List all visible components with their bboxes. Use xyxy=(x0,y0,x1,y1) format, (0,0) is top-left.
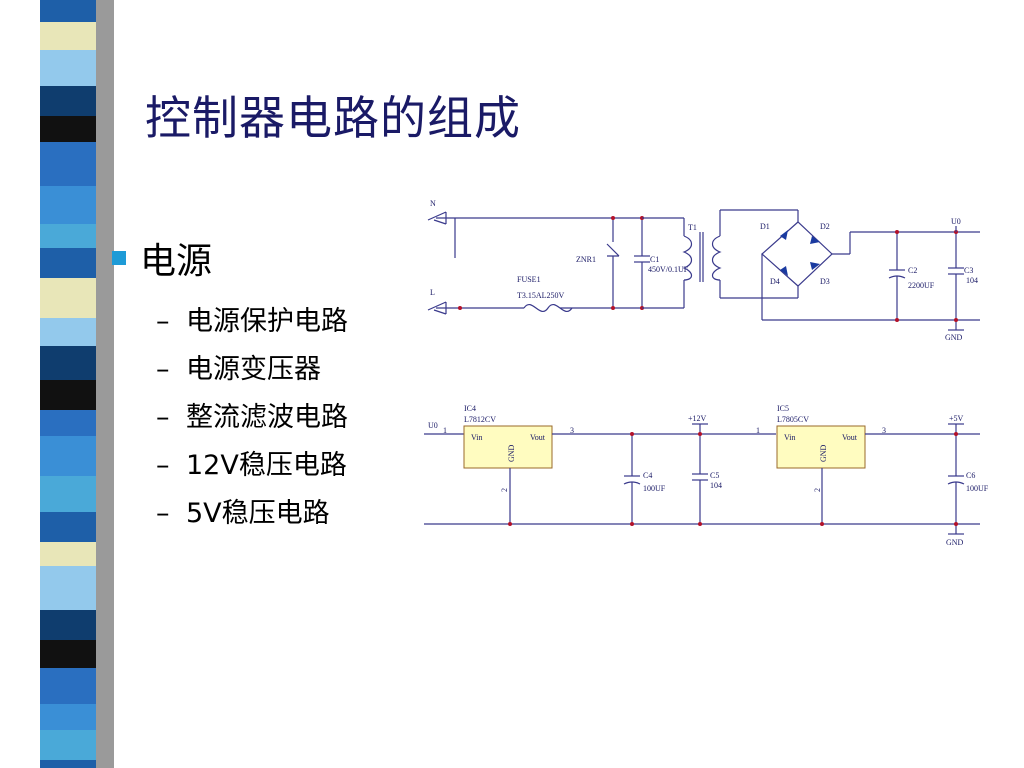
sub-item: –12V稳压电路 xyxy=(156,450,347,481)
ic4-gnd-label: GND xyxy=(507,444,516,462)
terminal-l-label: L xyxy=(430,288,435,297)
band-block xyxy=(40,410,96,436)
c1-name-label: C1 xyxy=(650,255,659,264)
c6-value-label: 100UF xyxy=(966,484,989,493)
d2-label: D2 xyxy=(820,222,830,231)
ic4-pin1-label: 1 xyxy=(443,426,447,435)
ic4-pin2-label: 2 xyxy=(500,488,509,492)
band-block xyxy=(40,86,96,116)
band-block xyxy=(40,278,96,318)
power-supply-schematic: N L FUSE1 T3.15AL250V ZNR1 C1 450V/0.1UF… xyxy=(427,199,980,342)
ic5-pin3-label: 3 xyxy=(882,426,886,435)
band-block xyxy=(40,566,96,610)
c5-value-label: 104 xyxy=(710,481,722,490)
square-bullet-icon xyxy=(112,251,126,265)
band-block xyxy=(40,668,96,704)
ic5-vin-label: Vin xyxy=(784,433,796,442)
band-block xyxy=(40,542,96,566)
band-block xyxy=(40,512,96,542)
band-block xyxy=(40,610,96,640)
sub-item: –5V稳压电路 xyxy=(156,498,330,529)
band-block xyxy=(40,730,96,760)
c2-value-label: 2200UF xyxy=(908,281,935,290)
terminal-n-label: N xyxy=(430,199,436,208)
c1-value-label: 450V/0.1UF xyxy=(648,265,689,274)
ic4-vin-label: Vin xyxy=(471,433,483,442)
band-block xyxy=(40,476,96,512)
ic4-name-label: IC4 xyxy=(464,404,476,413)
decorative-side-band xyxy=(0,0,118,768)
c2-name-label: C2 xyxy=(908,266,917,275)
sub-item: –电源变压器 xyxy=(156,354,321,385)
ic5-part-label: L7805CV xyxy=(777,415,809,424)
znr-label: ZNR1 xyxy=(576,255,596,264)
c4-name-label: C4 xyxy=(643,471,652,480)
band-block xyxy=(40,50,96,86)
band-block xyxy=(40,760,96,768)
band-block xyxy=(40,248,96,278)
fuse-name-label: FUSE1 xyxy=(517,275,541,284)
band-block xyxy=(40,116,96,142)
band-block xyxy=(40,224,96,248)
fuse-value-label: T3.15AL250V xyxy=(517,291,565,300)
gnd-bottom-label: GND xyxy=(946,538,964,547)
u0-bottom-label: U0 xyxy=(428,421,438,430)
ic5-gnd-label: GND xyxy=(819,444,828,462)
u0-top-label: U0 xyxy=(951,217,961,226)
plus5v-label: +5V xyxy=(949,414,964,423)
ic4-part-label: L7812CV xyxy=(464,415,496,424)
ic5-pin2-label: 2 xyxy=(813,488,822,492)
c4-value-label: 100UF xyxy=(643,484,666,493)
ic5-name-label: IC5 xyxy=(777,404,789,413)
ic4-vout-label: Vout xyxy=(530,433,546,442)
plus12v-label: +12V xyxy=(688,414,707,423)
slide-title: 控制器电路的组成 xyxy=(145,91,521,145)
band-block xyxy=(40,640,96,668)
ic5-pin1-label: 1 xyxy=(756,426,760,435)
band-block xyxy=(40,436,96,476)
bullet-power-label: 电源 xyxy=(140,241,213,282)
band-block xyxy=(40,0,96,22)
band-block xyxy=(40,22,96,50)
sub-item: –电源保护电路 xyxy=(156,306,348,337)
band-block xyxy=(40,346,96,380)
band-block xyxy=(40,380,96,410)
t1-label: T1 xyxy=(688,223,697,232)
c6-name-label: C6 xyxy=(966,471,975,480)
d3-label: D3 xyxy=(820,277,830,286)
bullet-list: 电源 –电源保护电路 –电源变压器 –整流滤波电路 –12V稳压电路 –5V稳压… xyxy=(108,232,348,538)
c5-name-label: C5 xyxy=(710,471,719,480)
c3-name-label: C3 xyxy=(964,266,973,275)
band-block xyxy=(40,318,96,346)
d1-label: D1 xyxy=(760,222,770,231)
ic4-pin3-label: 3 xyxy=(570,426,574,435)
band-block xyxy=(40,186,96,224)
ic5-vout-label: Vout xyxy=(842,433,858,442)
gnd-top-label: GND xyxy=(945,333,963,342)
band-block xyxy=(40,704,96,730)
c3-value-label: 104 xyxy=(966,276,978,285)
sub-item-list: –电源保护电路 –电源变压器 –整流滤波电路 –12V稳压电路 –5V稳压电路 xyxy=(156,298,348,538)
regulator-schematic: U0 IC4 L7812CV 1 3 Vin Vout GND 2 C4 100… xyxy=(424,404,989,547)
sub-item: –整流滤波电路 xyxy=(156,402,348,433)
bullet-power: 电源 xyxy=(108,232,348,284)
band-block xyxy=(40,142,96,186)
d4-label: D4 xyxy=(770,277,780,286)
